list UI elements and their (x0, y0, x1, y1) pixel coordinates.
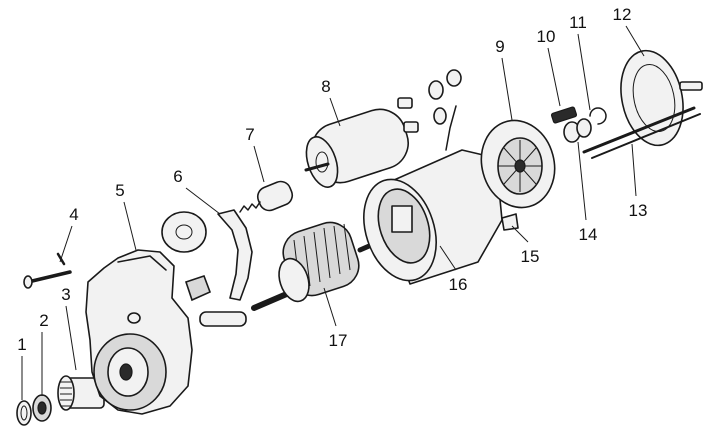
callout-6: 6 (173, 167, 182, 186)
callout-labels: 1 2 3 4 5 6 7 8 9 10 11 12 13 14 15 16 1… (17, 5, 647, 354)
part-terminal-nuts (428, 69, 462, 151)
callout-11: 11 (569, 13, 587, 32)
part-through-bolt (582, 106, 701, 159)
callout-12: 12 (613, 5, 632, 24)
part-bushing (550, 106, 578, 124)
part-washers (563, 118, 592, 143)
part-pivot-pin (23, 252, 72, 289)
leader-lines (21, 25, 645, 400)
part-retaining-clip (589, 107, 607, 125)
callout-3: 3 (61, 285, 70, 304)
callout-10: 10 (537, 27, 556, 46)
part-solenoid (304, 97, 419, 188)
part-thrust-collar (32, 394, 52, 422)
callout-16: 16 (449, 275, 468, 294)
part-end-cover (620, 49, 703, 147)
callout-17: 17 (329, 331, 348, 350)
callout-7: 7 (245, 125, 254, 144)
callout-8: 8 (321, 77, 330, 96)
part-solenoid-plunger (239, 180, 294, 213)
part-snap-ring (16, 400, 32, 426)
callout-2: 2 (39, 311, 48, 330)
callout-4: 4 (69, 205, 78, 224)
part-brush-holder (480, 119, 556, 209)
callout-13: 13 (629, 201, 648, 220)
part-drive-end-housing (85, 249, 193, 415)
callout-9: 9 (495, 37, 504, 56)
part-brush-clip (501, 213, 519, 231)
callout-15: 15 (521, 247, 540, 266)
callout-5: 5 (115, 181, 124, 200)
part-field-frame (363, 149, 503, 285)
callout-14: 14 (579, 225, 598, 244)
part-drive-pinion (57, 375, 105, 411)
part-shift-lever (161, 209, 253, 327)
callout-1: 1 (17, 335, 26, 354)
